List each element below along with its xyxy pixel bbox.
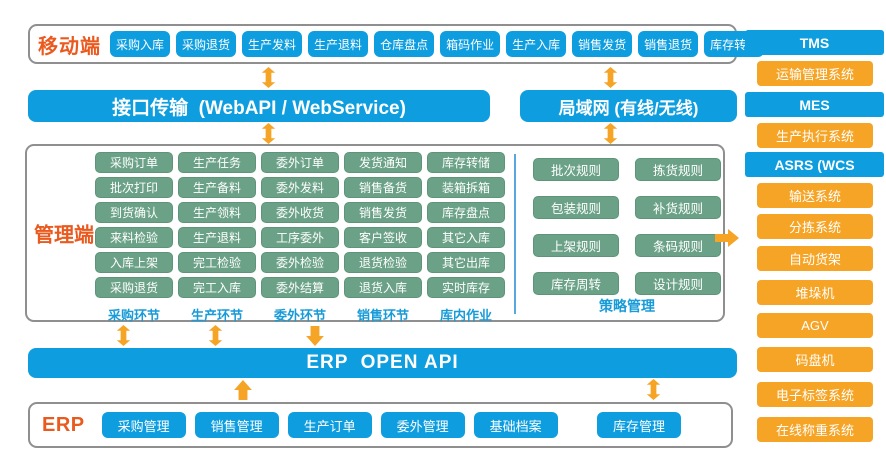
erp-open-api-bar: ERP OPEN API xyxy=(28,348,737,378)
double-arrow-icon xyxy=(603,123,618,144)
mgmt-module[interactable]: 退货检验 xyxy=(344,252,422,273)
outsourcing-column: 委外订单 委外发料 委外收货 工序委外 委外检验 委外结算 委外环节 xyxy=(261,152,339,324)
strategy-section: 批次规则 拣货规则 包装规则 补货规则 上架规则 条码规则 库存周转 设计规则 xyxy=(531,158,723,295)
mgmt-module[interactable]: 来料检验 xyxy=(95,227,173,248)
mgmt-module[interactable]: 委外检验 xyxy=(261,252,339,273)
erp-panel: ERP 采购管理 销售管理 生产订单 委外管理 基础档案 库存管理 xyxy=(28,402,733,448)
strategy-module[interactable]: 条码规则 xyxy=(635,234,721,257)
sidebar-system[interactable]: 码盘机 xyxy=(757,347,873,372)
mgmt-module[interactable]: 委外收货 xyxy=(261,202,339,223)
mobile-module[interactable]: 生产退料 xyxy=(308,31,369,57)
sidebar-system[interactable]: 在线称重系统 xyxy=(757,417,873,442)
mgmt-module[interactable]: 实时库存 xyxy=(427,277,505,298)
column-footer-label: 委外环节 xyxy=(273,308,326,323)
sidebar-system[interactable]: 输送系统 xyxy=(757,183,873,208)
mgmt-module[interactable]: 退货入库 xyxy=(344,277,422,298)
mobile-module[interactable]: 采购入库 xyxy=(110,31,171,57)
strategy-module[interactable]: 设计规则 xyxy=(635,272,721,295)
strategy-module[interactable]: 补货规则 xyxy=(635,196,721,219)
mgmt-module[interactable]: 采购订单 xyxy=(95,152,173,173)
mgmt-module[interactable]: 生产退料 xyxy=(178,227,256,248)
strategy-module[interactable]: 上架规则 xyxy=(533,234,619,257)
sidebar-system[interactable]: 分拣系统 xyxy=(757,214,873,239)
mgmt-module[interactable]: 客户签收 xyxy=(344,227,422,248)
mgmt-module[interactable]: 委外发料 xyxy=(261,177,339,198)
double-arrow-icon xyxy=(646,379,661,400)
strategy-module[interactable]: 库存周转 xyxy=(533,272,619,295)
mgmt-module[interactable]: 生产任务 xyxy=(178,152,256,173)
mgmt-module[interactable]: 批次打印 xyxy=(95,177,173,198)
mgmt-module[interactable]: 生产领料 xyxy=(178,202,256,223)
double-arrow-icon xyxy=(208,325,223,346)
double-arrow-icon xyxy=(116,325,131,346)
mgmt-module[interactable]: 完工检验 xyxy=(178,252,256,273)
mobile-module[interactable]: 仓库盘点 xyxy=(374,31,435,57)
sales-column: 发货通知 销售备货 销售发货 客户签收 退货检验 退货入库 销售环节 xyxy=(344,152,422,324)
erp-module[interactable]: 销售管理 xyxy=(194,412,279,438)
column-footer-label: 库内作业 xyxy=(439,308,492,323)
erp-module[interactable]: 生产订单 xyxy=(287,412,372,438)
sidebar-system-asrs-wcs[interactable]: ASRS (WCS xyxy=(745,152,884,177)
mgmt-module[interactable]: 入库上架 xyxy=(95,252,173,273)
mobile-module[interactable]: 箱码作业 xyxy=(440,31,501,57)
mgmt-module[interactable]: 完工入库 xyxy=(178,277,256,298)
sidebar-system[interactable]: 生产执行系统 xyxy=(757,123,873,148)
mobile-module[interactable]: 销售发货 xyxy=(572,31,633,57)
sidebar-system[interactable]: 自动货架 xyxy=(757,246,873,271)
mgmt-module[interactable]: 装箱拆箱 xyxy=(427,177,505,198)
management-panel: 管理端 采购订单 批次打印 到货确认 来料检验 入库上架 采购退货 采购环节 生… xyxy=(25,144,725,324)
column-footer-label: 生产环节 xyxy=(190,308,243,323)
strategy-module[interactable]: 批次规则 xyxy=(533,158,619,181)
production-column: 生产任务 生产备料 生产领料 生产退料 完工检验 完工入库 生产环节 xyxy=(178,152,256,324)
sidebar-system-tms[interactable]: TMS xyxy=(745,30,884,55)
mobile-panel-label: 移动端 xyxy=(38,35,101,58)
purchase-column: 采购订单 批次打印 到货确认 来料检验 入库上架 采购退货 采购环节 xyxy=(95,152,173,324)
mgmt-module[interactable]: 库存盘点 xyxy=(427,202,505,223)
mgmt-module[interactable]: 委外结算 xyxy=(261,277,339,298)
management-columns: 采购订单 批次打印 到货确认 来料检验 入库上架 采购退货 采购环节 生产任务 … xyxy=(95,152,505,324)
mgmt-module[interactable]: 其它入库 xyxy=(427,227,505,248)
double-arrow-icon xyxy=(261,67,276,88)
api-transfer-bar: 接口传输 (WebAPI / WebService) xyxy=(28,90,490,122)
sidebar-system-mes[interactable]: MES xyxy=(745,92,884,117)
strategy-divider xyxy=(514,154,516,314)
mgmt-module[interactable]: 工序委外 xyxy=(261,227,339,248)
mgmt-module[interactable]: 库存转储 xyxy=(427,152,505,173)
column-footer-label: 采购环节 xyxy=(107,308,160,323)
mgmt-module[interactable]: 采购退货 xyxy=(95,277,173,298)
down-arrow-icon xyxy=(305,326,325,346)
warehouse-ops-column: 库存转储 装箱拆箱 库存盘点 其它入库 其它出库 实时库存 库内作业 xyxy=(427,152,505,324)
mgmt-module[interactable]: 发货通知 xyxy=(344,152,422,173)
erp-module-inventory[interactable]: 库存管理 xyxy=(597,412,681,438)
double-arrow-icon xyxy=(261,123,276,144)
mobile-module[interactable]: 采购退货 xyxy=(176,31,237,57)
up-arrow-icon xyxy=(234,380,252,400)
erp-panel-label: ERP xyxy=(42,413,85,436)
mgmt-module[interactable]: 其它出库 xyxy=(427,252,505,273)
mgmt-module[interactable]: 委外订单 xyxy=(261,152,339,173)
double-arrow-icon xyxy=(603,67,618,88)
column-footer-label: 销售环节 xyxy=(356,308,409,323)
strategy-section-label: 策略管理 xyxy=(599,298,655,314)
mobile-module[interactable]: 生产发料 xyxy=(242,31,303,57)
erp-module[interactable]: 基础档案 xyxy=(473,412,558,438)
sidebar-system[interactable]: AGV xyxy=(757,313,873,338)
mgmt-module[interactable]: 到货确认 xyxy=(95,202,173,223)
mgmt-module[interactable]: 销售发货 xyxy=(344,202,422,223)
mobile-panel: 移动端 采购入库 采购退货 生产发料 生产退料 仓库盘点 箱码作业 生产入库 销… xyxy=(28,24,765,64)
lan-bar: 局域网 (有线/无线) xyxy=(520,90,737,122)
sidebar-system[interactable]: 运输管理系统 xyxy=(757,61,873,86)
sidebar-system[interactable]: 堆垛机 xyxy=(757,280,873,305)
management-panel-label: 管理端 xyxy=(34,224,94,247)
mobile-module[interactable]: 生产入库 xyxy=(506,31,567,57)
mobile-module[interactable]: 销售退货 xyxy=(638,31,699,57)
erp-module[interactable]: 委外管理 xyxy=(380,412,465,438)
strategy-module[interactable]: 包装规则 xyxy=(533,196,619,219)
strategy-module[interactable]: 拣货规则 xyxy=(635,158,721,181)
mgmt-module[interactable]: 销售备货 xyxy=(344,177,422,198)
erp-module[interactable]: 采购管理 xyxy=(101,412,186,438)
right-arrow-icon xyxy=(714,229,740,247)
sidebar-system[interactable]: 电子标签系统 xyxy=(757,382,873,407)
mgmt-module[interactable]: 生产备料 xyxy=(178,177,256,198)
